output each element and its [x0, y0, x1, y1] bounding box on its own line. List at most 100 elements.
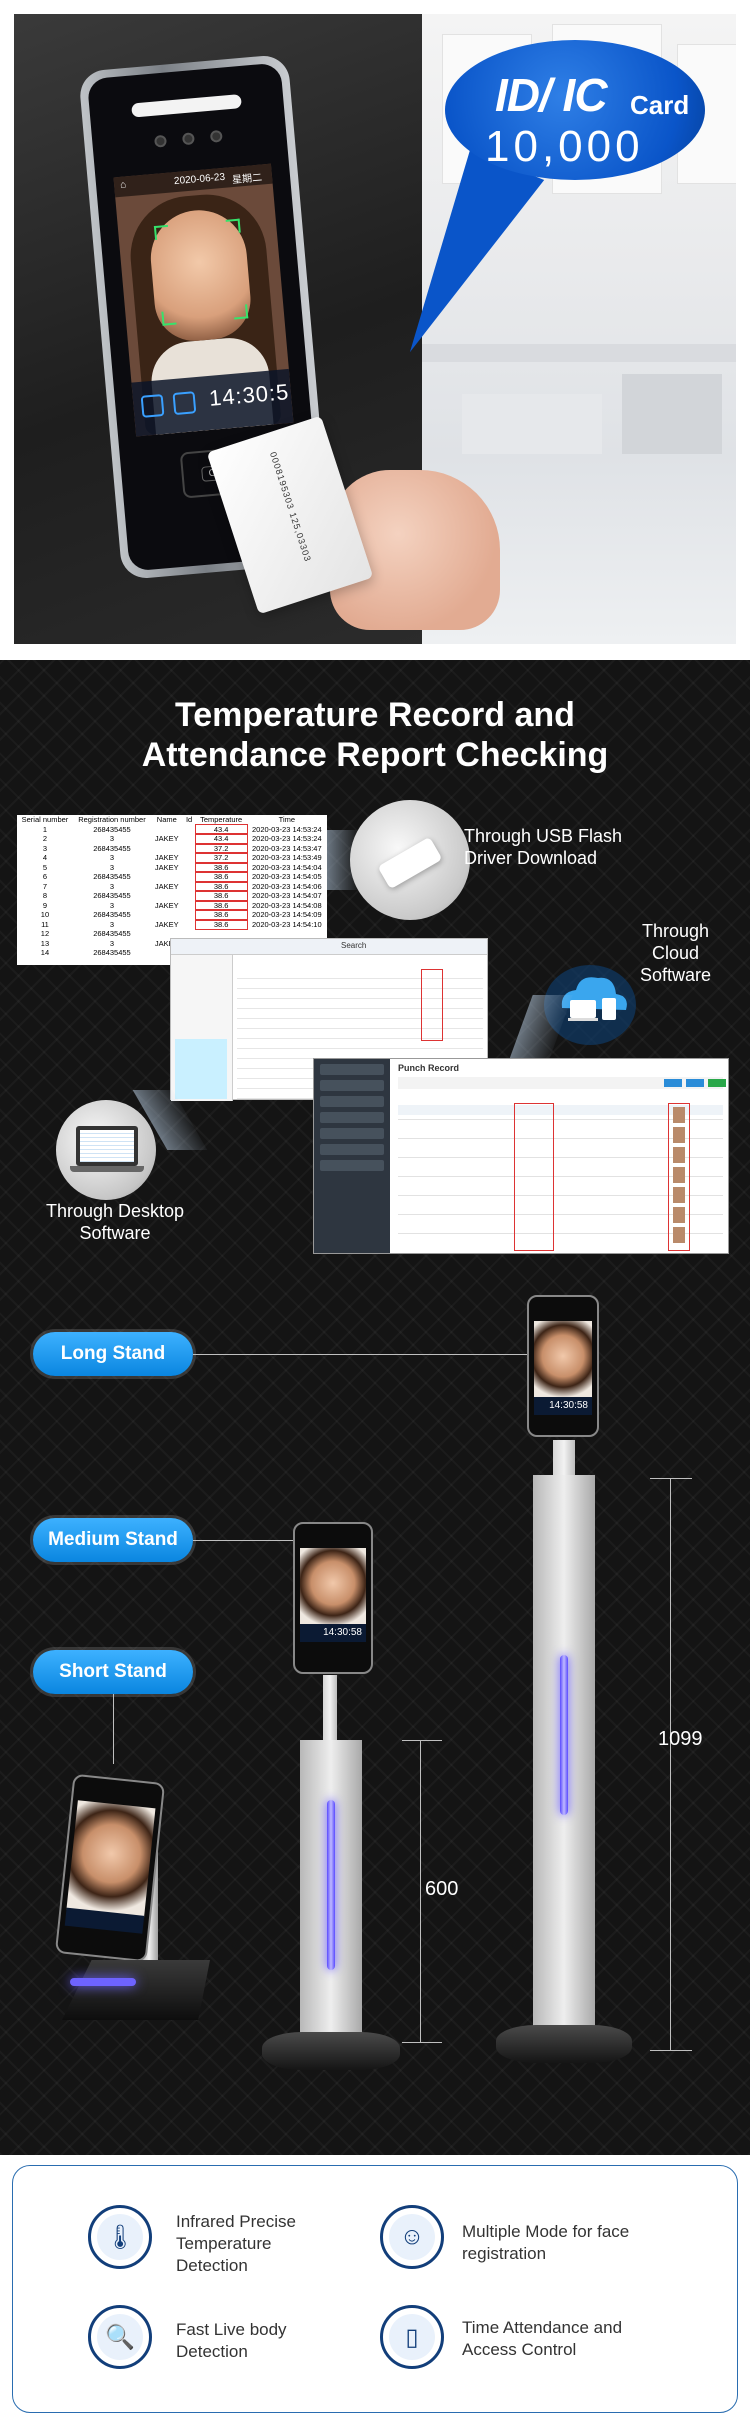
door-access-icon: ▯ — [380, 2305, 444, 2369]
cloud-add-button[interactable] — [708, 1079, 726, 1087]
cloud-search-button[interactable] — [664, 1079, 682, 1087]
table-cell: 2020-03-23 14:53:24 — [252, 834, 322, 844]
long-stand-label: Long Stand — [33, 1332, 193, 1376]
cloud-export-button[interactable] — [686, 1079, 704, 1087]
device-clock: 14:30:5 — [208, 378, 291, 411]
table-cell: 12 — [40, 929, 50, 939]
table-cell: 2020-03-23 14:54:04 — [252, 862, 322, 872]
table-cell: 3 — [109, 853, 115, 863]
table-cell: 38.6 — [194, 918, 248, 930]
card-capacity-bubble: ID/ IC Card 10,000 — [445, 40, 705, 180]
table-cell: JAKEY — [154, 834, 179, 844]
table-cell — [183, 910, 196, 920]
table-cell — [151, 872, 183, 882]
camera-icon — [209, 129, 223, 143]
table-row: 14 268435455 — [17, 948, 327, 958]
table-cell: 268435455 — [93, 872, 131, 882]
cloud-software-icon — [544, 965, 636, 1045]
cloud-label: Through Cloud Software — [640, 921, 712, 985]
table-cell: 268435455 — [93, 929, 131, 939]
table-cell: 2 — [42, 834, 48, 844]
table-cell — [183, 872, 196, 882]
table-cell: 2020-03-23 14:53:24 — [252, 824, 322, 834]
short-stand-label: Short Stand — [33, 1650, 193, 1694]
table-cell: 3 — [109, 900, 115, 910]
camera-icon — [181, 132, 195, 146]
table-header-cell: Id — [185, 815, 193, 825]
table-cell — [151, 910, 183, 920]
device-date: 2020-06-23 — [173, 171, 226, 188]
medium-stand-label: Medium Stand — [33, 1518, 193, 1562]
medium-stand-pole — [300, 1740, 362, 2040]
table-cell: 43.4 — [194, 823, 248, 835]
table-cell: 1 — [42, 824, 48, 834]
table-cell: 2020-03-23 14:54:07 — [252, 891, 322, 901]
table-cell: 2020-03-23 14:53:49 — [252, 853, 322, 863]
face-detection-frame — [153, 218, 249, 326]
table-cell: 3 — [109, 862, 115, 872]
table-cell — [183, 844, 196, 854]
table-cell — [183, 834, 196, 844]
punch-photo — [673, 1227, 685, 1243]
table-header-cell: Name — [156, 815, 177, 825]
table-cell: 38.6 — [194, 861, 248, 873]
table-cell: 2020-03-23 14:54:09 — [252, 910, 322, 920]
table-cell: 11 — [41, 919, 49, 929]
device-weekday: 星期二 — [231, 172, 263, 187]
long-stand-pole — [533, 1475, 595, 2035]
table-cell: JAKEY — [154, 938, 179, 948]
table-cell: JAKEY — [154, 919, 179, 929]
table-cell — [183, 901, 196, 911]
long-stand-device: 14:30:58 — [527, 1295, 599, 1437]
face-scan-icon: ☺ — [380, 2205, 444, 2269]
table-cell — [151, 844, 183, 854]
table-cell: 3 — [109, 834, 115, 844]
thermometer-icon: 🌡 — [88, 2205, 152, 2269]
table-cell: 37.2 — [194, 842, 248, 854]
table-cell: 4 — [42, 853, 48, 863]
table-cell: 3 — [42, 843, 48, 853]
desktop-computer-icon — [56, 1100, 156, 1200]
table-cell: 43.4 — [194, 833, 248, 845]
table-cell: 2020-03-23 14:54:06 — [252, 881, 322, 891]
medium-stand-base — [262, 2032, 400, 2070]
usb-flash-icon — [350, 800, 470, 920]
table-cell — [151, 825, 183, 835]
table-cell: JAKEY — [154, 900, 179, 910]
home-icon: ⌂ — [119, 179, 127, 191]
badge-main: ID/ IC — [495, 69, 608, 121]
table-cell: 268435455 — [93, 824, 131, 834]
cloud-software-window: Punch Record — [313, 1058, 729, 1254]
table-cell: 13 — [40, 938, 50, 948]
table-cell — [183, 891, 196, 901]
punch-photo — [673, 1107, 685, 1123]
table-row: 2 3 JAKEY 43.4 2020-03-23 14:53:24 — [17, 833, 327, 845]
magnifier-person-icon: 🔍 — [88, 2305, 152, 2369]
table-cell: 2020-03-23 14:54:05 — [252, 872, 322, 882]
long-stand-height: 1099 — [658, 1728, 703, 1750]
search-button[interactable]: Search — [341, 941, 367, 950]
punch-photo — [673, 1167, 685, 1183]
ir-light-bar — [131, 94, 242, 118]
status-bar: ⌂ 2020-06-23 星期二 — [113, 163, 273, 198]
punch-photo — [673, 1187, 685, 1203]
table-cell: JAKEY — [154, 853, 179, 863]
table-cell: 268435455 — [93, 948, 131, 958]
table-cell: 2020-03-23 14:53:47 — [252, 843, 322, 853]
card-number: 0008195303 125,03303 — [268, 450, 314, 564]
records-section: Temperature Record and Attendance Report… — [0, 660, 750, 2155]
medium-stand-height: 600 — [425, 1878, 459, 1900]
table-cell: 2020-03-23 14:54:10 — [252, 919, 322, 929]
table-cell: 3 — [109, 881, 115, 891]
short-stand-device — [54, 1773, 166, 1963]
table-cell: 14 — [40, 948, 50, 958]
table-cell: 10 — [40, 910, 50, 920]
